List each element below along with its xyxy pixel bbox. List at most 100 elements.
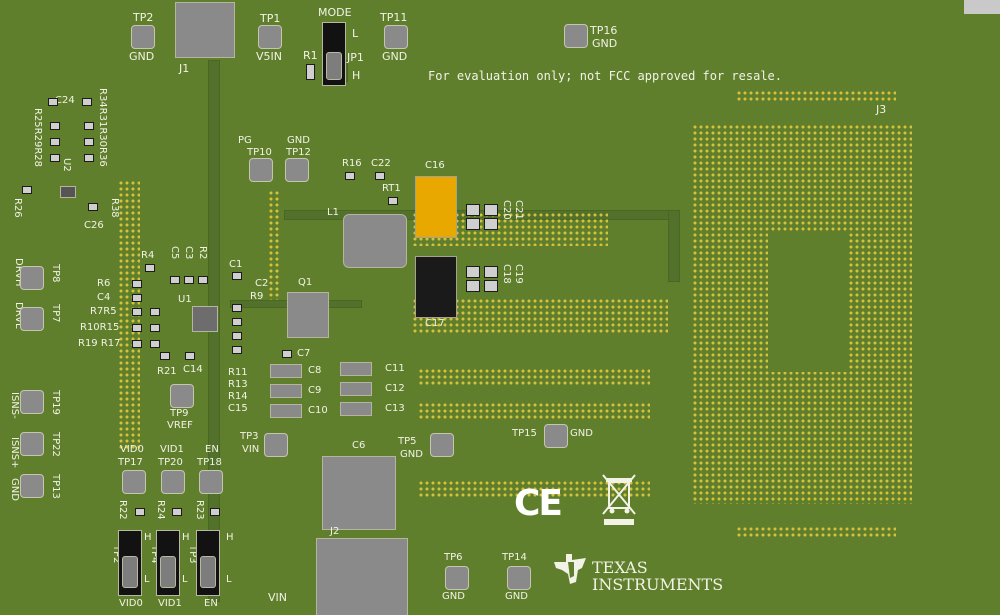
r11-part — [232, 318, 242, 326]
r15-part — [150, 324, 160, 332]
vid1-jumper-high: H — [182, 532, 190, 543]
r17-part — [150, 340, 160, 348]
j2-label: J2 — [330, 526, 340, 537]
c6-label: C6 — [352, 440, 366, 451]
via-field-4 — [418, 402, 650, 420]
r6-label: R6 — [97, 278, 111, 289]
r25-part — [50, 154, 60, 162]
tp3-pad[interactable] — [264, 433, 288, 457]
c7-label: C7 — [297, 348, 311, 359]
q1-label: Q1 — [298, 277, 313, 288]
r19-part — [132, 340, 142, 348]
tp16-pad[interactable] — [564, 24, 588, 48]
c4-part — [132, 294, 142, 302]
tp9-pad[interactable] — [170, 384, 194, 408]
tp22-pad[interactable] — [20, 307, 44, 331]
tp14-net: GND — [505, 591, 528, 602]
vid0-jumper-low: L — [144, 574, 150, 585]
r25r29r28-label: R25R29R28 — [32, 108, 43, 168]
jp1-pin — [326, 52, 342, 80]
c20-label: C20 — [501, 200, 512, 220]
j3-cavity — [768, 232, 848, 372]
tp20-pad[interactable] — [161, 470, 185, 494]
c8-label: C8 — [308, 365, 322, 376]
u2-chip — [60, 186, 76, 198]
r14-part — [232, 346, 242, 354]
ti-logo-icon — [554, 554, 586, 584]
tp12-pad[interactable] — [20, 474, 44, 498]
c5-label: C5 — [169, 246, 180, 260]
tp10-label: TP22 — [50, 432, 61, 457]
r2-label: R2 — [197, 246, 208, 260]
c13-capacitor — [340, 402, 372, 416]
tp13-pad[interactable] — [20, 390, 44, 414]
c1-part — [232, 272, 242, 280]
r11-label: R11 — [228, 367, 248, 378]
tp17-pad[interactable] — [122, 470, 146, 494]
tp11-label: TP11 — [380, 11, 408, 24]
tp18-label: TP18 — [197, 457, 222, 468]
tp15-label: TP15 — [512, 428, 537, 439]
j1-connector — [175, 2, 235, 58]
c24-label: C24 — [55, 95, 75, 106]
c12-label: C12 — [385, 383, 405, 394]
tp19-label: TP8 — [50, 264, 61, 283]
tp1-pad[interactable] — [258, 25, 282, 49]
tp19-pad[interactable] — [20, 266, 44, 290]
vid0-jumper-net: VID0 — [119, 598, 143, 609]
r26-part — [22, 186, 32, 194]
r2-part — [198, 276, 208, 284]
r31-part — [84, 138, 94, 146]
c3-label: C3 — [183, 246, 194, 260]
tp6-pad[interactable] — [445, 566, 469, 590]
en-jumper-net: EN — [204, 598, 218, 609]
c11-label: C11 — [385, 363, 405, 374]
q1-mosfet — [287, 292, 329, 338]
tp6-label: TP6 — [444, 552, 463, 563]
tp20-label: TP20 — [158, 457, 183, 468]
tp11-pad[interactable] — [384, 25, 408, 49]
tp9-label: TP9 — [170, 408, 189, 419]
c19-part-a — [484, 266, 498, 278]
r5-part — [150, 308, 160, 316]
tp2-pad[interactable] — [131, 25, 155, 49]
tp1-label: TP1 — [260, 12, 281, 25]
r34-part — [84, 154, 94, 162]
vid1-jumper-pin — [160, 556, 176, 588]
c5-part — [170, 276, 180, 284]
c24-part — [48, 98, 58, 106]
tp9-net: VREF — [167, 420, 193, 431]
tp7-label: TP12 — [286, 147, 311, 158]
u1-chip — [192, 306, 218, 332]
c20-part-b — [466, 218, 480, 230]
tp10-pad[interactable] — [20, 432, 44, 456]
c21-part-b — [484, 218, 498, 230]
vid0-jumper-pin — [122, 556, 138, 588]
r22-label: R22 — [117, 500, 128, 520]
c7-part — [282, 350, 292, 358]
tp7-pad[interactable] — [285, 158, 309, 182]
en-jumper-low: L — [226, 574, 232, 585]
l1-label: L1 — [327, 207, 339, 218]
r30-part — [84, 122, 94, 130]
tp15-pad[interactable] — [544, 424, 568, 448]
r21-label: R21 — [157, 366, 177, 377]
tp8-label: TP10 — [247, 147, 272, 158]
r24-part — [172, 508, 182, 516]
tp14-pad[interactable] — [507, 566, 531, 590]
c10-label: C10 — [308, 405, 328, 416]
tp8-net: PG — [238, 135, 252, 146]
tp8-pad[interactable] — [249, 158, 273, 182]
tp18-pad[interactable] — [199, 470, 223, 494]
r23-label: R23 — [194, 500, 205, 520]
tp13-label: TP19 — [50, 390, 61, 415]
c6-capacitor — [322, 456, 396, 530]
r9-part — [232, 304, 242, 312]
tp11-net: GND — [382, 50, 408, 63]
tp5-pad[interactable] — [430, 433, 454, 457]
r22-part — [135, 508, 145, 516]
tp5-label: TP5 — [398, 436, 417, 447]
c14-label: C14 — [183, 364, 203, 375]
ti-brand-line1: TEXAS — [592, 558, 648, 577]
